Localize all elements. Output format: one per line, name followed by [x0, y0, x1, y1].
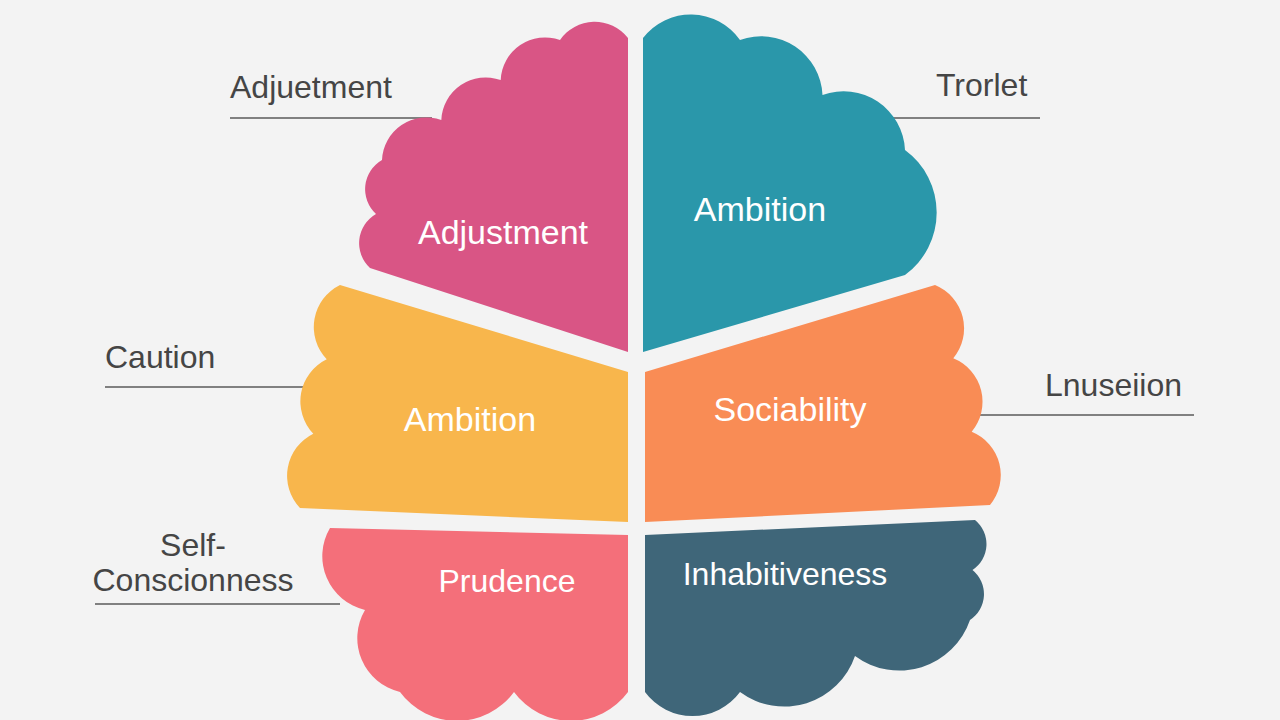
segment-label: Ambition [694, 191, 826, 228]
callout-label: Caution [105, 340, 215, 375]
brain-segment: Sociability [605, 245, 1030, 562]
segment-label: Prudence [439, 564, 576, 599]
brain-segment: Prudence [290, 488, 668, 720]
segment-outline [645, 285, 1001, 522]
callout-label: Self- Conscionness [78, 528, 308, 597]
brain-segment: Ambition [260, 245, 668, 562]
leader-line [230, 117, 432, 119]
segment-outline [287, 285, 628, 522]
segment-shape [290, 488, 668, 720]
callout-label: Adjuetment [230, 70, 392, 105]
segment-outline [359, 22, 628, 352]
segment-label: Adjustment [418, 214, 588, 251]
leader-line [95, 603, 340, 605]
segment-label: Sociability [713, 391, 866, 428]
segment-outline [322, 528, 628, 720]
brain-segment: Inhabitiveness [605, 480, 1015, 720]
callout-label: Trorlet [936, 68, 1027, 103]
segment-label: Ambition [404, 401, 536, 438]
leader-line [105, 386, 314, 388]
segment-label: Inhabitiveness [683, 557, 888, 592]
callout-label: Lnuseiion [1045, 368, 1182, 403]
segment-outline [645, 520, 986, 716]
leader-line [978, 414, 1194, 416]
segment-shape [605, 480, 1015, 720]
